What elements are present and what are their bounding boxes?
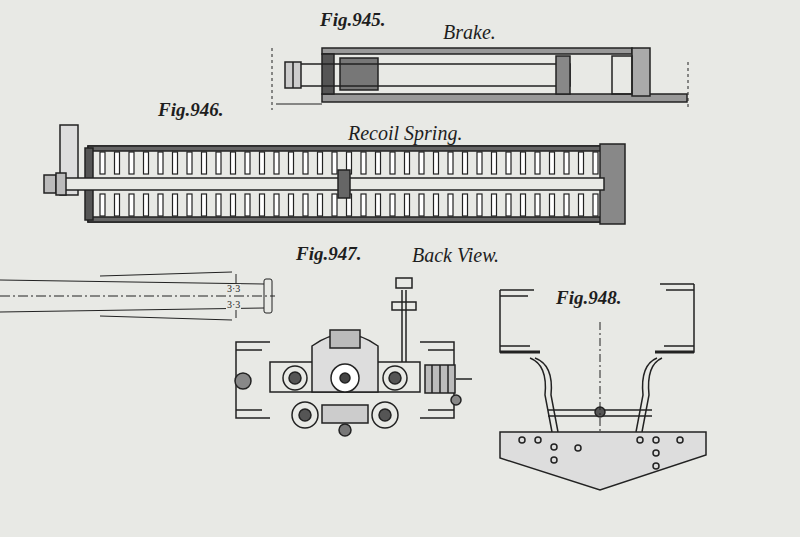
- figure-number: Fig.945.: [320, 10, 385, 29]
- brake-drawing: [272, 48, 688, 110]
- back-view-drawing: [235, 278, 472, 436]
- figure-title: Recoil Spring.: [348, 123, 462, 143]
- pipe-drawing: [0, 272, 275, 320]
- figure-title: Brake.: [443, 22, 496, 42]
- figure-number: Fig.948.: [556, 288, 621, 307]
- figure-number: Fig.946.: [158, 100, 223, 119]
- figure-number: Fig.947.: [296, 244, 361, 263]
- dimension: 3·3: [226, 300, 241, 310]
- recoil-spring-drawing: [44, 125, 625, 224]
- bracket-drawing: [500, 284, 706, 492]
- figure-title: Back View.: [412, 245, 499, 265]
- dimension: 3·3: [226, 284, 241, 294]
